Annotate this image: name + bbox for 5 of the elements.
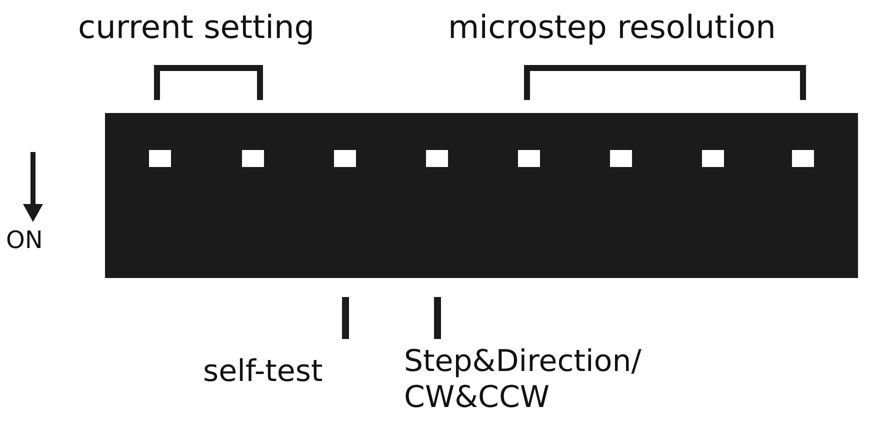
switch-direction-label: ON xyxy=(6,226,43,255)
function-label: self-test xyxy=(203,354,323,390)
function-label: Step&Direction/ CW&CCW xyxy=(404,344,642,416)
group-label: current setting xyxy=(78,8,315,46)
group-label: microstep resolution xyxy=(448,8,776,46)
